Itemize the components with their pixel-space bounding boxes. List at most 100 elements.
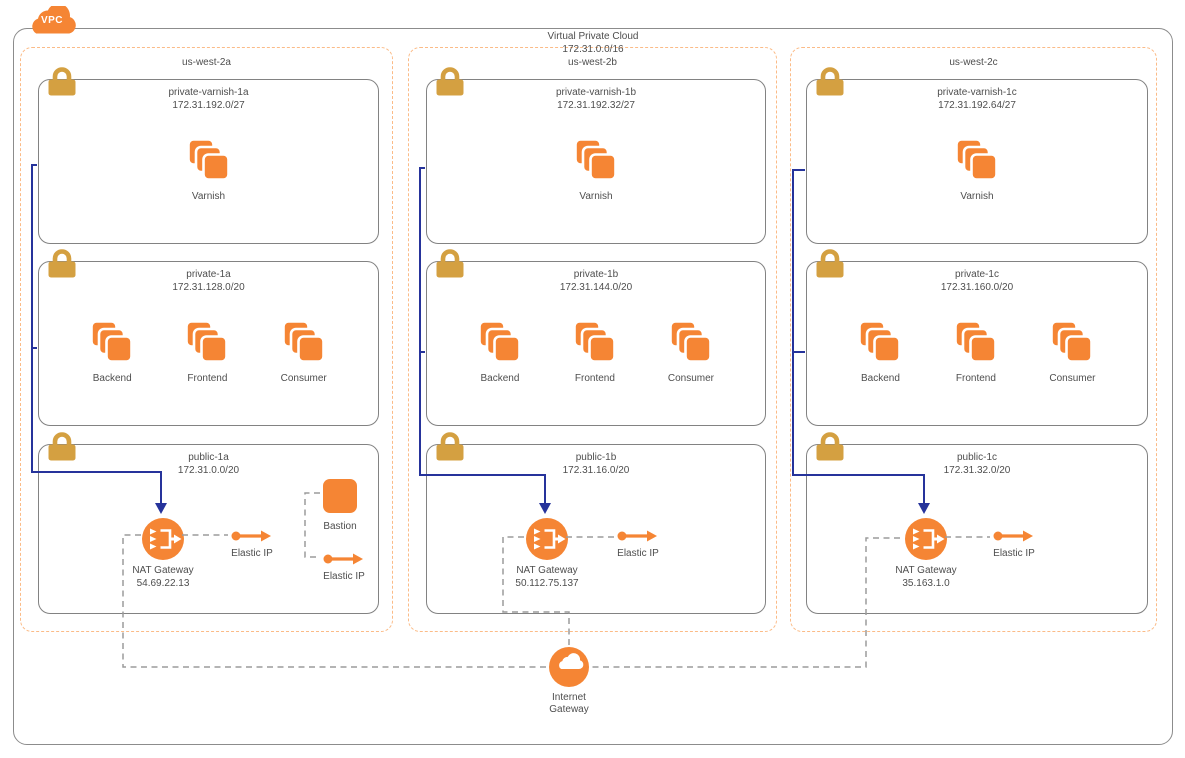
subnet-cidr: 172.31.144.0/20: [559, 282, 633, 293]
lock-icon: [435, 247, 465, 279]
dot-arrow-icon: [993, 529, 1035, 543]
subnet-cidr: 172.31.32.0/20: [943, 465, 1011, 476]
subnet-public-1c: public-1c 172.31.32.0/20 NAT Gateway 35.…: [806, 444, 1148, 614]
subnet-name: private-varnish-1b: [555, 87, 637, 98]
instance-group-varnish: Varnish: [574, 138, 618, 203]
nat-gateway-icon: [142, 518, 184, 560]
instance-label: Varnish: [960, 191, 994, 202]
elastic-ip-label: Elastic IP: [617, 548, 659, 559]
subnet-name: public-1c: [956, 452, 998, 463]
subnet-private-1c: private-1c 172.31.160.0/20 Backend Front…: [806, 261, 1148, 426]
instance-group-consumer: Consumer: [1049, 320, 1096, 385]
subnet-name: private-1b: [573, 269, 619, 280]
instance-group-consumer: Consumer: [281, 320, 327, 385]
instance-stack-icon: [858, 320, 902, 363]
instance-label: Frontend: [955, 373, 996, 384]
subnet-public-1b: public-1b 172.31.16.0/20 NAT Gateway 50.…: [426, 444, 766, 614]
instance-group-backend: Backend: [858, 320, 902, 385]
az-name: us-west-2b: [568, 57, 617, 68]
subnet-private-varnish-1c: private-varnish-1c 172.31.192.64/27 Varn…: [806, 79, 1148, 244]
availability-zone-us-west-2b: us-west-2b private-varnish-1b 172.31.192…: [408, 47, 777, 632]
igw-label-line2: Gateway: [549, 704, 589, 715]
az-name: us-west-2c: [949, 57, 998, 68]
lock-icon: [815, 247, 845, 279]
nat-label: NAT Gateway: [895, 565, 957, 576]
vpc-cidr: 172.31.0.0/16: [562, 44, 624, 55]
nat-gateway-icon: [526, 518, 568, 560]
instance-group-backend: Backend: [90, 320, 134, 385]
subnet-cidr: 172.31.0.0/20: [177, 465, 240, 476]
instance-label: Frontend: [187, 373, 228, 384]
az-name: us-west-2a: [182, 57, 231, 68]
instance-label: Backend: [860, 373, 900, 384]
nat-gateway-a: NAT Gateway 54.69.22.13: [108, 518, 218, 590]
vpc-badge-label: VPC: [40, 15, 64, 26]
instance-stack-icon: [478, 320, 521, 363]
instance-group-frontend: Frontend: [185, 320, 229, 385]
instance-group-backend: Backend: [478, 320, 522, 385]
vpc-title-block: Virtual Private Cloud 172.31.0.0/16: [443, 30, 743, 56]
subnet-cidr: 172.31.16.0/20: [562, 465, 630, 476]
instance-label: Backend: [92, 373, 132, 384]
dot-arrow-icon: [231, 529, 273, 543]
nat-ip: 50.112.75.137: [515, 578, 579, 589]
subnet-cidr: 172.31.192.32/27: [557, 100, 635, 111]
lock-icon: [47, 247, 77, 279]
subnet-private-varnish-1b: private-varnish-1b 172.31.192.32/27 Varn…: [426, 79, 766, 244]
elastic-ip-a: Elastic IP: [220, 529, 284, 560]
instance-stack-icon: [573, 320, 616, 363]
subnet-private-1a: private-1a 172.31.128.0/20 Backend Front…: [38, 261, 379, 426]
elastic-ip-label: Elastic IP: [993, 548, 1035, 559]
instance-label: Backend: [480, 373, 520, 384]
dot-arrow-icon: [323, 552, 365, 566]
instance-stack-icon: [186, 138, 230, 181]
subnet-name: public-1a: [188, 452, 229, 463]
server-square-icon: [323, 479, 357, 513]
subnet-private-varnish-1a: private-varnish-1a 172.31.192.0/27 Varni…: [38, 79, 379, 244]
instance-group-consumer: Consumer: [668, 320, 714, 385]
availability-zone-us-west-2a: us-west-2a private-varnish-1a 172.31.192…: [20, 47, 393, 632]
internet-gateway-cloud-icon: [549, 647, 589, 687]
instance-group-varnish: Varnish: [186, 138, 231, 203]
bastion-host: Bastion: [304, 478, 376, 533]
dot-arrow-icon: [617, 529, 659, 543]
igw-label-line1: Internet: [552, 692, 586, 703]
bastion-label: Bastion: [323, 521, 357, 532]
vpc-boundary: [13, 28, 1173, 745]
instance-stack-icon: [954, 320, 997, 363]
vpc-cloud-icon: VPC: [24, 3, 80, 38]
subnet-name: private-1c: [955, 269, 999, 280]
instance-label: Consumer: [1049, 373, 1096, 384]
instance-group-varnish: Varnish: [955, 138, 999, 203]
subnet-private-1b: private-1b 172.31.144.0/20 Backend Front…: [426, 261, 766, 426]
lock-icon: [47, 65, 77, 97]
availability-zone-us-west-2c: us-west-2c private-varnish-1c 172.31.192…: [790, 47, 1157, 632]
elastic-ip-label: Elastic IP: [231, 548, 273, 559]
nat-ip: 54.69.22.13: [136, 578, 190, 589]
instance-label: Varnish: [579, 191, 613, 202]
elastic-ip-label: Elastic IP: [323, 571, 365, 582]
instance-stack-icon: [1050, 320, 1094, 363]
elastic-ip-bastion: Elastic IP: [312, 552, 376, 583]
lock-icon: [815, 65, 845, 97]
subnet-cidr: 172.31.192.0/27: [172, 100, 245, 111]
subnet-cidr: 172.31.128.0/20: [172, 282, 245, 293]
subnet-name: private-varnish-1c: [937, 87, 1017, 98]
elastic-ip-b: Elastic IP: [606, 529, 670, 560]
instance-stack-icon: [574, 138, 617, 181]
subnet-cidr: 172.31.192.64/27: [938, 100, 1016, 111]
nat-label: NAT Gateway: [516, 565, 578, 576]
instance-group-frontend: Frontend: [573, 320, 617, 385]
lock-icon: [47, 430, 77, 462]
subnet-name: private-1a: [186, 269, 231, 280]
instance-stack-icon: [281, 320, 325, 363]
instance-stack-icon: [669, 320, 712, 363]
nat-gateway-b: NAT Gateway 50.112.75.137: [492, 518, 602, 590]
instance-stack-icon: [955, 138, 998, 181]
elastic-ip-c: Elastic IP: [982, 529, 1046, 560]
instance-group-frontend: Frontend: [954, 320, 998, 385]
instance-label: Consumer: [667, 373, 714, 384]
nat-gateway-icon: [905, 518, 947, 560]
instance-label: Varnish: [191, 191, 226, 202]
